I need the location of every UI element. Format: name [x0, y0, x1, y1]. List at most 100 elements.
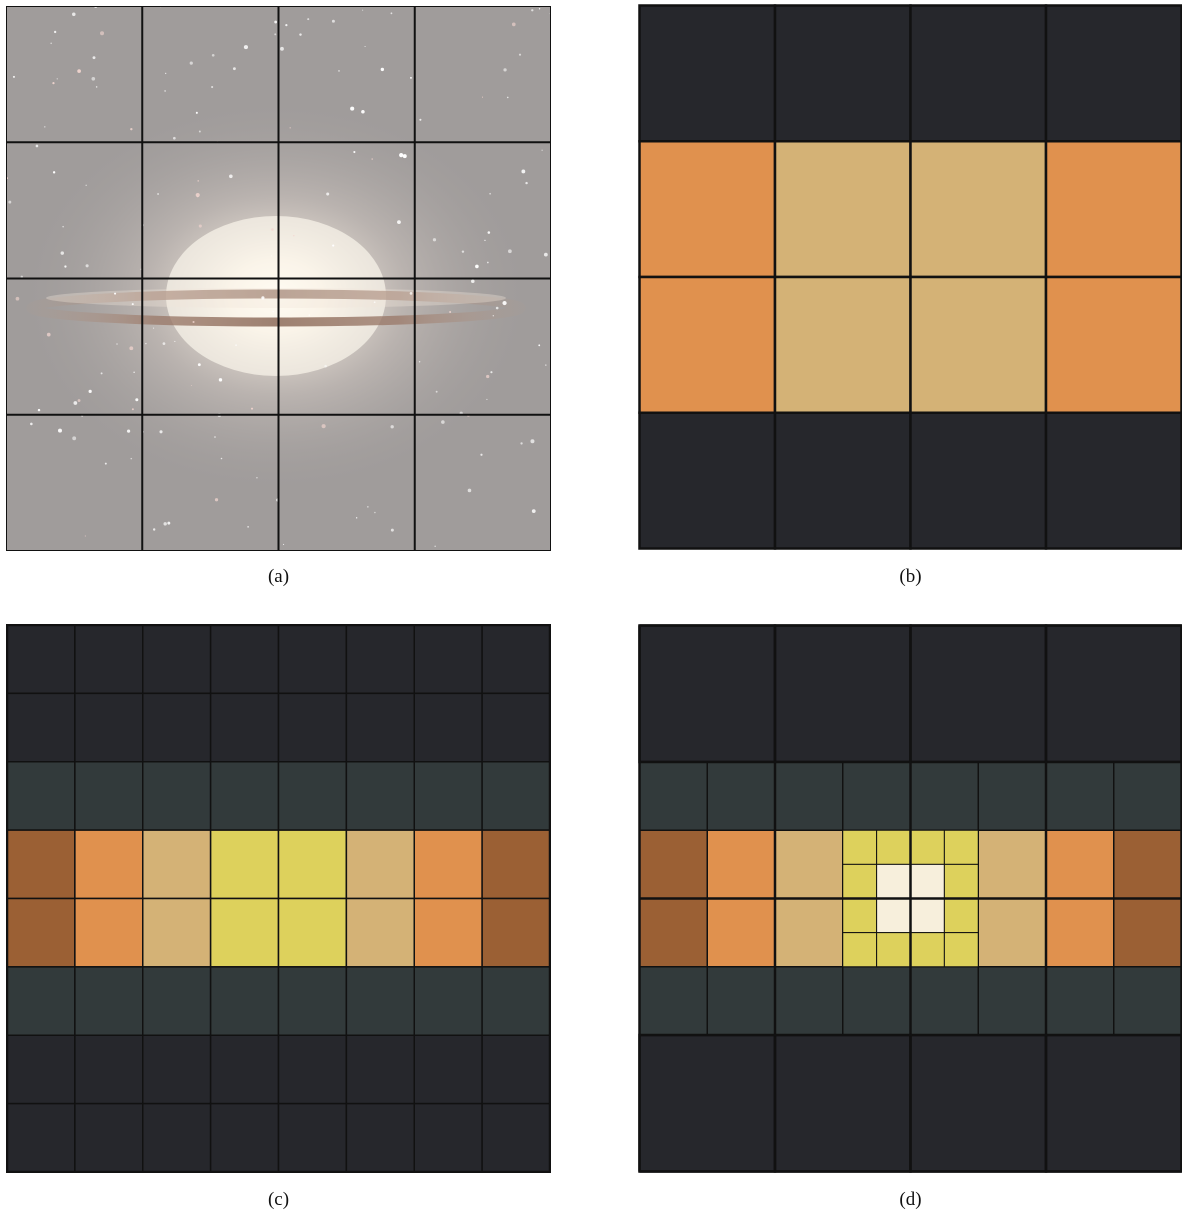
star	[85, 535, 86, 536]
star	[54, 31, 56, 33]
star	[493, 315, 494, 316]
star	[199, 225, 202, 228]
panel-c	[6, 624, 551, 1173]
d-fine-cell-2-1	[877, 899, 911, 933]
star	[132, 408, 134, 410]
panel-a	[6, 6, 551, 551]
d-fine-cell-0-3	[944, 830, 978, 864]
star	[449, 311, 451, 313]
b-cell-2-1	[775, 277, 911, 413]
d-mid-cell-0-6	[1046, 762, 1114, 830]
c-cell-4-6	[414, 899, 482, 967]
star	[293, 235, 294, 236]
d-mid-cell-1-5	[978, 830, 1046, 898]
level-map-coarse	[638, 4, 1182, 550]
star	[196, 193, 200, 197]
caption-b: (b)	[638, 566, 1182, 588]
c-cell-1-3	[211, 693, 279, 761]
star	[419, 119, 421, 121]
star	[530, 439, 534, 443]
c-cell-1-1	[75, 693, 143, 761]
c-cell-0-4	[279, 625, 347, 693]
star	[212, 54, 215, 57]
star	[174, 341, 175, 342]
star	[73, 401, 77, 405]
star	[173, 137, 176, 140]
c-cell-1-6	[414, 693, 482, 761]
star	[89, 390, 92, 393]
c-cell-2-6	[414, 762, 482, 830]
star	[72, 13, 76, 17]
d-fine-cell-3-3	[944, 933, 978, 967]
c-cell-6-6	[414, 1035, 482, 1103]
c-cell-5-1	[75, 967, 143, 1035]
d-fine-cell-1-3	[944, 864, 978, 898]
star	[374, 512, 376, 514]
star	[520, 442, 522, 444]
d-mid-cell-0-0	[640, 762, 708, 830]
c-cell-2-7	[482, 762, 550, 830]
d-mid-cell-1-7	[1114, 830, 1182, 898]
c-cell-6-3	[211, 1035, 279, 1103]
star	[326, 193, 329, 196]
galaxy-disk	[46, 288, 506, 308]
star	[101, 372, 103, 374]
star	[542, 150, 543, 151]
star	[13, 76, 15, 78]
star	[135, 398, 138, 401]
star	[30, 423, 33, 426]
star	[434, 546, 435, 547]
star	[521, 170, 525, 174]
star	[433, 238, 436, 241]
d-mid-cell-0-4	[911, 762, 979, 830]
b-cell-0-0	[640, 6, 776, 142]
c-cell-7-4	[279, 1104, 347, 1172]
star	[38, 409, 40, 411]
d-coarse-cell-3-3	[1046, 1035, 1182, 1172]
star	[475, 265, 479, 269]
star	[480, 454, 482, 456]
level-map-fine	[6, 624, 551, 1173]
star	[153, 328, 154, 329]
c-cell-5-4	[279, 967, 347, 1035]
caption-a: (a)	[6, 566, 551, 588]
star	[441, 420, 445, 424]
star	[544, 253, 548, 257]
c-cell-5-0	[7, 967, 75, 1035]
c-cell-3-3	[211, 830, 279, 898]
d-coarse-cell-0-1	[775, 626, 911, 763]
d-coarse-cell-3-1	[775, 1035, 911, 1172]
star	[85, 185, 86, 186]
star	[251, 408, 253, 410]
c-cell-3-2	[143, 830, 211, 898]
star	[196, 112, 198, 114]
star	[486, 399, 487, 400]
d-mid-cell-1-0	[640, 830, 708, 898]
star	[190, 62, 193, 65]
c-cell-3-0	[7, 830, 75, 898]
d-mid-cell-3-6	[1046, 967, 1114, 1035]
star	[235, 344, 237, 346]
star	[508, 249, 512, 253]
star	[47, 333, 51, 337]
c-cell-7-6	[414, 1104, 482, 1172]
c-cell-3-1	[75, 830, 143, 898]
star	[391, 12, 393, 14]
d-fine-cell-1-2	[911, 864, 945, 898]
d-mid-cell-0-7	[1114, 762, 1182, 830]
star	[273, 311, 274, 312]
star	[244, 45, 248, 49]
star	[96, 86, 98, 88]
d-fine-cell-1-0	[843, 864, 877, 898]
c-cell-0-7	[482, 625, 550, 693]
d-mid-cell-2-0	[640, 899, 708, 967]
panel-b	[638, 4, 1182, 550]
c-cell-3-7	[482, 830, 550, 898]
star	[132, 303, 134, 305]
d-mid-cell-0-3	[843, 762, 911, 830]
star	[8, 201, 11, 204]
star	[129, 346, 133, 350]
star	[519, 54, 521, 56]
d-mid-cell-3-5	[978, 967, 1046, 1035]
b-cell-3-3	[1046, 413, 1182, 549]
